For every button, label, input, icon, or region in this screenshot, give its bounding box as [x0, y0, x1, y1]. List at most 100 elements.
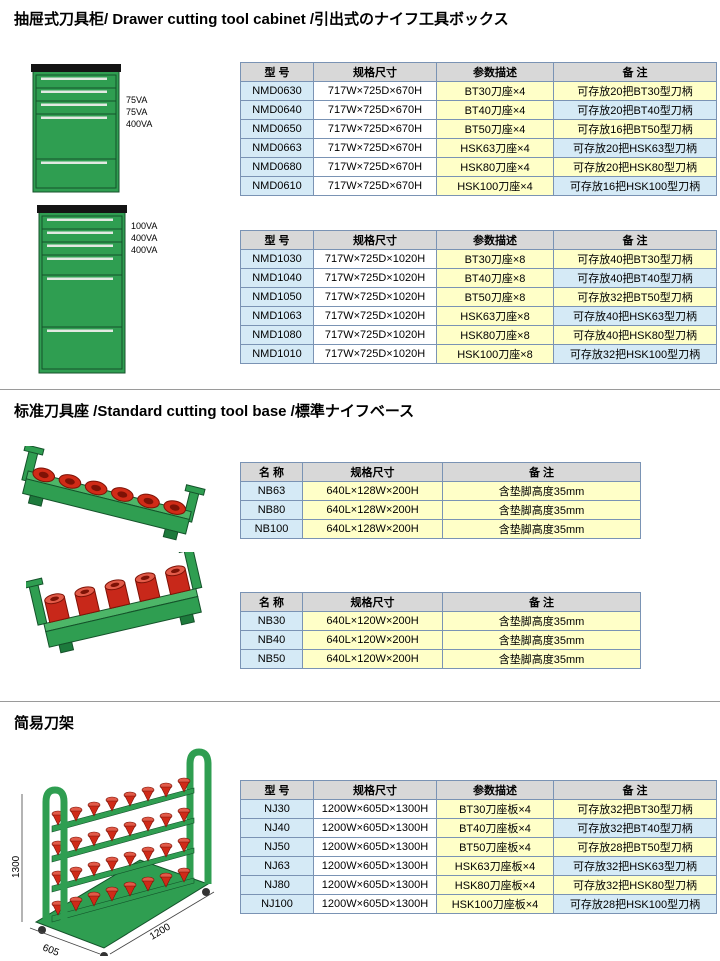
section-title-tool-base: 标准刀具座 /Standard cutting tool base /標準ナイフ…	[14, 403, 415, 420]
table-cell: BT30刀座×8	[436, 249, 554, 269]
table-header-row: 型 号规格尺寸参数描述备 注	[240, 62, 717, 82]
column-header: 型 号	[240, 780, 314, 800]
table-cell: HSK80刀座×4	[436, 157, 554, 177]
table-cell: 717W×725D×670H	[313, 119, 437, 139]
table-cell: 1200W×605D×1300H	[313, 818, 437, 838]
column-header: 型 号	[240, 62, 314, 82]
cabinet-670-drawer-labels: 75VA 75VA 400VA	[126, 94, 152, 130]
section-divider	[0, 701, 720, 702]
table-cell: NB30	[240, 611, 303, 631]
table-header-row: 名 称规格尺寸备 注	[240, 462, 641, 482]
rack-width-dimension: 1200	[148, 921, 173, 942]
table-cell: 可存放20把BT30型刀柄	[553, 81, 717, 101]
table-cell: BT30刀座×4	[436, 81, 554, 101]
table-cell: NMD1050	[240, 287, 314, 307]
table-cell: 1200W×605D×1300H	[313, 856, 437, 876]
table-cell: 640L×128W×200H	[302, 500, 443, 520]
drawer-cabinet-670-illustration	[31, 64, 121, 193]
table-cell: NMD0680	[240, 157, 314, 177]
table-cell: NMD0610	[240, 176, 314, 196]
table-cell: 640L×120W×200H	[302, 630, 443, 650]
table-cell: 可存放32把HSK100型刀柄	[553, 344, 717, 364]
table-cell: NJ80	[240, 875, 314, 895]
table-cell: NMD1010	[240, 344, 314, 364]
drawer-capacity-label: 75VA	[126, 95, 148, 105]
table-cell: 717W×725D×1020H	[313, 249, 437, 269]
drawer-cabinet-1020-illustration	[37, 205, 127, 374]
table-cell: HSK100刀座×4	[436, 176, 554, 196]
column-header: 规格尺寸	[302, 592, 443, 612]
drawer-capacity-label: 400VA	[126, 119, 153, 129]
table-cell: 可存放32把BT40型刀柄	[553, 818, 717, 838]
table-cell: NJ30	[240, 799, 314, 819]
table-cell: NJ100	[240, 894, 314, 914]
table-cell: 可存放20把HSK63型刀柄	[553, 138, 717, 158]
table-cell: 717W×725D×670H	[313, 81, 437, 101]
table-cell: 含垫脚高度35mm	[442, 611, 641, 631]
table-cell: BT40刀座×4	[436, 100, 554, 120]
table-cell: 717W×725D×670H	[313, 157, 437, 177]
table-cell: 可存放28把HSK100型刀柄	[553, 894, 717, 914]
table-cell: NB80	[240, 500, 303, 520]
table-cell: 可存放40把HSK63型刀柄	[553, 306, 717, 326]
table-cell: HSK63刀座×4	[436, 138, 554, 158]
column-header: 参数描述	[436, 230, 554, 250]
rack-height-dimension: 1300	[11, 855, 22, 878]
column-header: 备 注	[553, 62, 717, 82]
column-header: 备 注	[553, 230, 717, 250]
table-cell: NB63	[240, 481, 303, 501]
table-cell: 1200W×605D×1300H	[313, 894, 437, 914]
table-cell: 可存放20把HSK80型刀柄	[553, 157, 717, 177]
table-cell: NJ50	[240, 837, 314, 857]
section-divider	[0, 389, 720, 390]
table-cell: 717W×725D×1020H	[313, 306, 437, 326]
table-cell: 含垫脚高度35mm	[442, 481, 641, 501]
column-header: 规格尺寸	[313, 780, 437, 800]
column-header: 型 号	[240, 230, 314, 250]
table-cell: 717W×725D×1020H	[313, 344, 437, 364]
table-cell: 717W×725D×670H	[313, 100, 437, 120]
table-cell: 可存放32把HSK63型刀柄	[553, 856, 717, 876]
table-cell: BT40刀座×8	[436, 268, 554, 288]
table-cell: 含垫脚高度35mm	[442, 649, 641, 669]
table-cell: 640L×128W×200H	[302, 519, 443, 539]
table-cell: 717W×725D×1020H	[313, 325, 437, 345]
table-cell: BT50刀座×4	[436, 119, 554, 139]
table-cell: 可存放32把HSK80型刀柄	[553, 875, 717, 895]
section-title-drawer-cabinet: 抽屉式刀具柜/ Drawer cutting tool cabinet /引出式…	[14, 11, 509, 28]
table-cell: NMD0630	[240, 81, 314, 101]
table-cell: 640L×120W×200H	[302, 649, 443, 669]
table-cell: HSK80刀座×8	[436, 325, 554, 345]
table-cell: 可存放28把BT50型刀柄	[553, 837, 717, 857]
table-header-row: 型 号规格尺寸参数描述备 注	[240, 230, 717, 250]
table-cell: 可存放32把BT30型刀柄	[553, 799, 717, 819]
table-cell: 含垫脚高度35mm	[442, 500, 641, 520]
rack-depth-dimension: 605	[41, 943, 61, 956]
table-cell: HSK100刀座板×4	[436, 894, 554, 914]
table-cell: BT50刀座×8	[436, 287, 554, 307]
table-cell: 717W×725D×1020H	[313, 268, 437, 288]
table-cell: 可存放40把BT30型刀柄	[553, 249, 717, 269]
table-cell: HSK100刀座×8	[436, 344, 554, 364]
column-header: 名 称	[240, 592, 303, 612]
